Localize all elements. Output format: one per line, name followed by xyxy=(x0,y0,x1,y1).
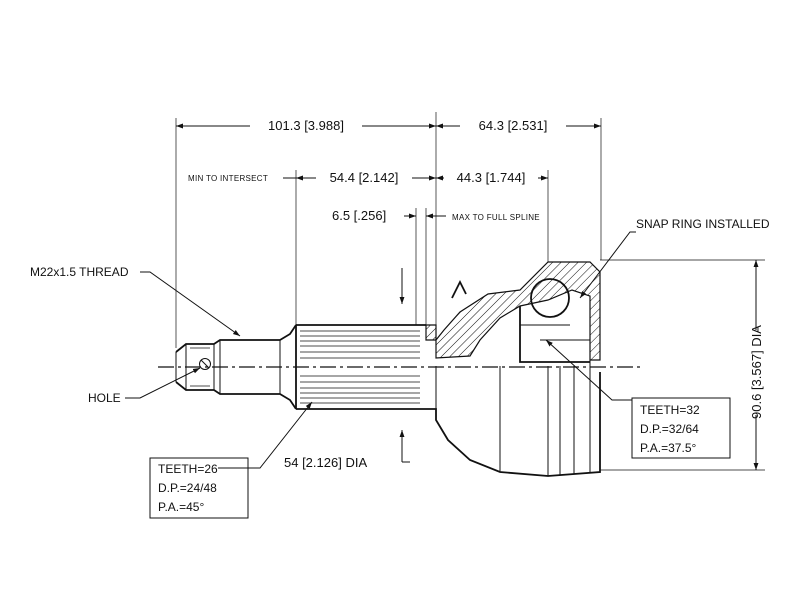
threaded-stub xyxy=(175,324,297,410)
spec-outer-line-2: D.P.=24/48 xyxy=(158,481,217,495)
spec-inner-line-3: P.A.=37.5° xyxy=(640,441,696,455)
spec-box-inner: TEETH=32 D.P.=32/64 P.A.=37.5° xyxy=(631,397,731,459)
spec-inner-line-2: D.P.=32/64 xyxy=(640,422,699,436)
dimension-lines xyxy=(176,123,759,470)
spec-inner-line-1: TEETH=32 xyxy=(640,403,700,417)
splined-shaft xyxy=(295,324,426,410)
outer-dia-dim: 90.6 [3.567] DIA xyxy=(749,325,764,419)
bell-housing xyxy=(425,261,601,477)
spec-outer-line-1: TEETH=26 xyxy=(158,462,218,476)
shaft-dia-dim: 54 [2.126] DIA xyxy=(284,455,367,470)
thread-callout: M22x1.5 THREAD xyxy=(30,265,129,279)
spec-box-outer: TEETH=26 D.P.=24/48 P.A.=45° xyxy=(149,457,249,519)
spline-length-dim: 44.3 [1.744] xyxy=(457,170,526,185)
overall-length-dim: 101.3 [3.988] xyxy=(268,118,344,133)
hole-callout: HOLE xyxy=(88,391,121,405)
max-to-full-spline-label: MAX TO FULL SPLINE xyxy=(452,213,540,222)
extension-lines xyxy=(175,112,765,471)
spec-outer-line-3: P.A.=45° xyxy=(158,500,204,514)
min-to-intersect-dim: 54.4 [2.142] xyxy=(330,170,399,185)
leader-lines xyxy=(125,231,636,469)
offset-dim: 6.5 [.256] xyxy=(332,208,386,223)
snap-ring-callout: SNAP RING INSTALLED xyxy=(636,217,770,231)
bell-length-dim: 64.3 [2.531] xyxy=(479,118,548,133)
min-to-intersect-label: MIN TO INTERSECT xyxy=(188,174,268,183)
